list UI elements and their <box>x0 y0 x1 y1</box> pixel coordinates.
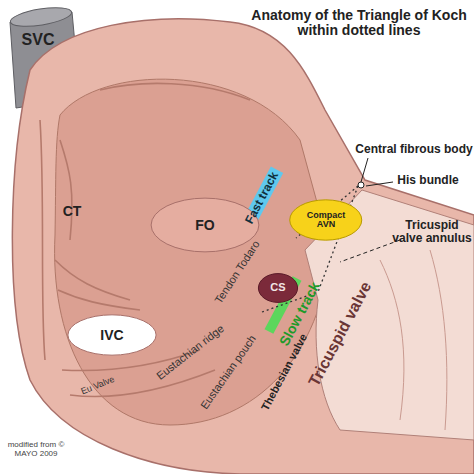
atrium-wall <box>12 19 474 474</box>
fossa-ovalis: FO <box>150 197 260 253</box>
atrium-cavity <box>55 79 330 425</box>
fossa-ovalis-outline <box>151 198 259 252</box>
node-label: Compact AVN <box>301 211 351 230</box>
vessel-label: SVC <box>22 31 55 49</box>
leaflet-folds <box>380 250 447 430</box>
ivc-opening-outline <box>68 315 156 355</box>
fast-track-band <box>242 166 283 227</box>
title-text: Anatomy of the Triangle of Koch within d… <box>244 8 474 39</box>
compact-avn: Compact AVN <box>289 199 363 241</box>
crista-label: CT <box>63 204 82 219</box>
structure-label: His bundle <box>397 174 458 187</box>
cs-ostium: CS <box>258 273 298 303</box>
credit-note: modified from © MAYO 2009 <box>4 441 68 459</box>
node-label: FO <box>195 218 214 233</box>
fibrous-body-point <box>358 182 364 188</box>
compact-avn-outline <box>290 200 362 240</box>
ivc-opening: IVC <box>67 314 157 356</box>
cs-ostium-outline <box>258 274 297 303</box>
svc-opening <box>9 4 73 30</box>
structure-label: Central fibrous body <box>355 143 472 156</box>
structure-label: Tricuspid valve annulus <box>392 219 472 245</box>
node-label: CS <box>270 282 285 294</box>
node-label: IVC <box>100 328 123 343</box>
